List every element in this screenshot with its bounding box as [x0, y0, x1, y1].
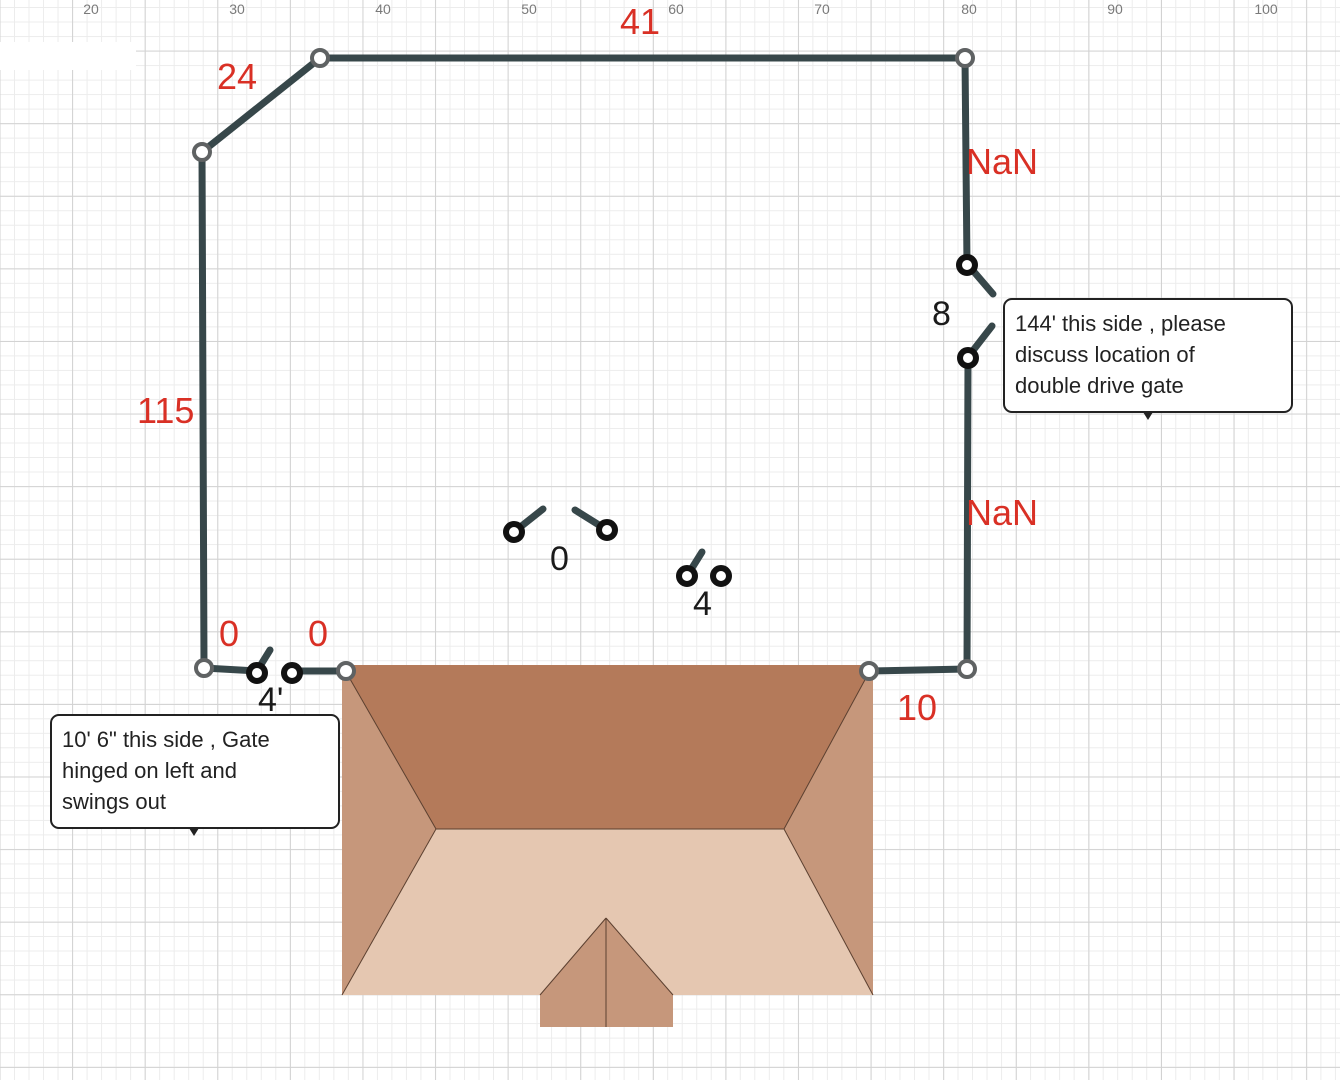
note-line: 144' this side , please — [1015, 311, 1226, 336]
length-label-right-lower: NaN — [966, 492, 1038, 533]
gate-posts — [246, 254, 979, 684]
fence-post[interactable] — [859, 661, 879, 681]
fence-post[interactable] — [192, 142, 212, 162]
length-label-left: 115 — [137, 390, 194, 431]
fence-post[interactable] — [310, 48, 330, 68]
length-label-bottom-left-a: 0 — [219, 613, 239, 654]
gate-label-center: 0 — [550, 540, 569, 578]
roof-hip-line — [783, 664, 874, 830]
gable-edge-line — [605, 917, 674, 996]
tick-label: 100 — [1254, 1, 1278, 17]
length-label-right-upper: NaN — [966, 141, 1038, 182]
tick-label: 60 — [668, 1, 684, 17]
left-side-note: 10' 6" this side , Gate hinged on left a… — [50, 714, 340, 836]
length-labels: 41 24 115 NaN NaN 10 0 0 — [137, 1, 1038, 728]
tick-label: 50 — [521, 1, 537, 17]
label-cover — [0, 42, 136, 70]
gate-label-small: 4 — [693, 585, 712, 623]
tick-label: 20 — [83, 1, 99, 17]
gate-leaves — [253, 262, 997, 675]
fence-lines — [198, 54, 972, 675]
x-axis-ticks: 20 30 40 50 60 70 80 90 100 — [83, 1, 1278, 17]
fence-segment-right[interactable] — [865, 354, 972, 675]
gate-post[interactable] — [503, 521, 525, 543]
gate-post[interactable] — [676, 565, 698, 587]
tick-label: 30 — [229, 1, 245, 17]
tick-label: 80 — [961, 1, 977, 17]
length-label-bottom-left-b: 0 — [308, 613, 328, 654]
callout-pointer — [189, 828, 199, 836]
fence-post[interactable] — [957, 659, 977, 679]
right-side-note: 144' this side , please discuss location… — [1003, 298, 1293, 420]
note-line: hinged on left and — [62, 758, 237, 783]
gate-post[interactable] — [246, 662, 268, 684]
note-line: double drive gate — [1015, 373, 1184, 398]
fence-post[interactable] — [336, 661, 356, 681]
roof-hip-line — [783, 828, 874, 996]
roof-hip-line — [341, 828, 437, 996]
roof-hip-line — [341, 664, 437, 830]
roof-back-panel — [342, 665, 873, 829]
roof-front-panel — [342, 829, 873, 995]
gable-edge-line — [539, 917, 607, 996]
fence-post[interactable] — [194, 658, 214, 678]
gate-label-right: 8 — [932, 295, 951, 333]
gate-post[interactable] — [957, 347, 979, 369]
fence-posts — [192, 48, 977, 681]
fence-post[interactable] — [955, 48, 975, 68]
gate-post[interactable] — [281, 662, 303, 684]
length-label-top: 41 — [620, 1, 660, 42]
gate-post[interactable] — [710, 565, 732, 587]
callout-pointer — [1143, 412, 1153, 420]
tick-label: 40 — [375, 1, 391, 17]
note-line: 10' 6" this side , Gate — [62, 727, 270, 752]
note-line: swings out — [62, 789, 166, 814]
length-label-bottom-right: 10 — [897, 687, 937, 728]
gate-labels: 8 4' 0 4 — [258, 295, 951, 719]
gate-post[interactable] — [956, 254, 978, 276]
tick-label: 70 — [814, 1, 830, 17]
gate-label-bottom: 4' — [258, 681, 283, 719]
tick-label: 90 — [1107, 1, 1123, 17]
house-roof — [341, 664, 874, 1027]
length-label-diagonal: 24 — [217, 56, 257, 97]
fence-main-run[interactable] — [198, 54, 971, 675]
note-line: discuss location of — [1015, 342, 1195, 367]
gate-post[interactable] — [596, 519, 618, 541]
